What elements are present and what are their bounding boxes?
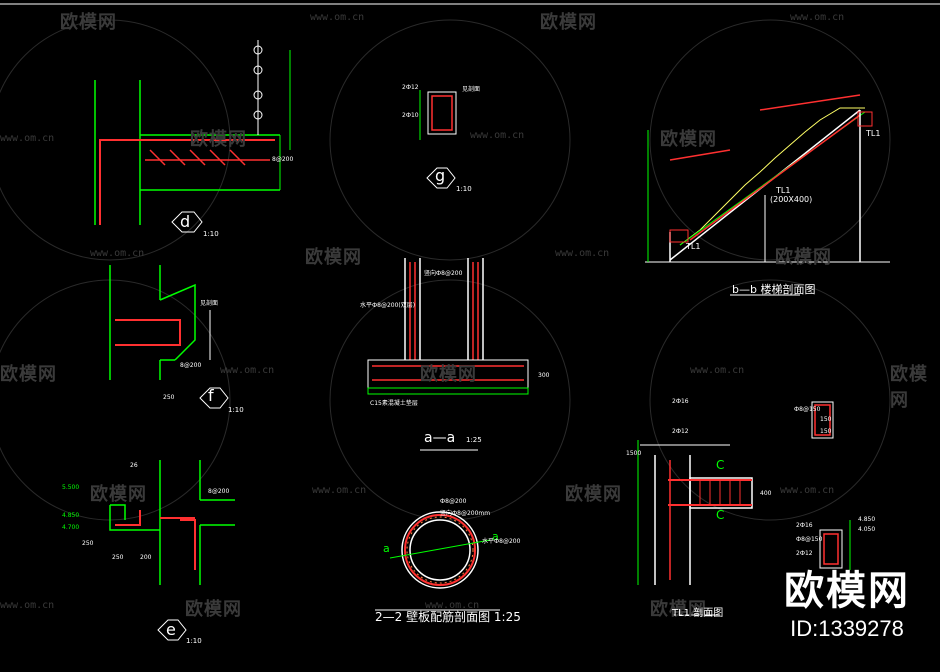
detail-tl1-bar-top2: 2Ф12 (672, 428, 689, 435)
detail-g-bar-bot: 2Ф10 (402, 112, 419, 119)
detail-e-elev2: 4.850 (62, 512, 80, 519)
detail-g (419, 90, 457, 189)
watermark-url: www.om.cn (0, 133, 55, 144)
detail-section22-a-right: a (492, 530, 499, 543)
detail-aa-note2: 水平Ф8@200(双层) (360, 302, 416, 309)
detail-aa-note3: C15素混凝土垫层 (370, 400, 418, 407)
detail-g-note: 见剖面 (462, 86, 481, 93)
detail-f-scale: 1:10 (228, 406, 244, 414)
detail-bb-title: b—b 楼梯剖面图 (732, 283, 816, 296)
detail-e-dim1: 250 (82, 540, 94, 547)
watermark-brand: 欧模网 (650, 599, 707, 619)
detail-f-mark: f (208, 386, 214, 405)
watermark-url: www.om.cn (310, 12, 365, 23)
detail-marker-f (199, 387, 229, 409)
detail-section22-a-left: a (383, 542, 390, 555)
detail-aa-note1: 竖向Ф8@200 (424, 270, 463, 277)
detail-bb-tl1-top: TL1 (866, 129, 881, 138)
watermark-brand: 欧模网 (60, 12, 117, 32)
watermark-brand: 欧模网 (775, 247, 832, 267)
detail-tl1-note: 1500 (626, 450, 642, 457)
detail-bb-tl1-bot: TL1 (686, 242, 701, 251)
detail-small-box-line3: 150 (820, 428, 832, 435)
detail-tl1-bar-top1: 2Ф16 (672, 398, 689, 405)
watermark-brand: 欧模网 (890, 364, 928, 410)
detail-g-bar-top: 2Ф12 (402, 84, 419, 91)
detail-d-mark: d (180, 212, 191, 231)
detail-bb-beam-size: (200X400) (770, 195, 813, 204)
watermark-url: www.om.cn (0, 600, 55, 611)
detail-tl1-title: TL1 剖面图 (672, 608, 724, 619)
detail-sect-c-bar-top: 2Ф16 (796, 522, 813, 529)
detail-d (94, 40, 291, 233)
detail-aa-dim: 300 (538, 372, 550, 379)
watermark-url: www.om.cn (780, 485, 835, 496)
watermark-url: www.om.cn (220, 365, 275, 376)
detail-tl1-mark-c2: C (716, 508, 725, 522)
detail-tl1-dim: 400 (760, 490, 772, 497)
detail-bb-beam-label: TL1 (776, 186, 791, 195)
watermark-brand: 欧模网 (565, 484, 622, 504)
detail-section22-note1: Ф8@200 (440, 498, 467, 505)
detail-section22 (375, 511, 500, 611)
detail-e-elev1: 5.500 (62, 484, 80, 491)
detail-e-dim4: 26 (130, 462, 138, 469)
watermark-url: www.om.cn (555, 248, 610, 259)
detail-g-mark: g (435, 166, 446, 185)
watermark-brand: 欧模网 (185, 599, 242, 619)
watermark-url: www.om.cn (312, 485, 367, 496)
detail-sect-c-stirrup: Ф8@150 (796, 536, 823, 543)
detail-d-scale: 1:10 (203, 230, 219, 238)
detail-small-box (811, 401, 834, 439)
watermark-brand: 欧模网 (420, 364, 477, 384)
detail-sect-c-elev2: 4.050 (858, 526, 876, 533)
detail-sect-c-elev1: 4.850 (858, 516, 876, 523)
detail-marker-g (426, 167, 456, 189)
logo-id-text: ID:1339278 (790, 616, 904, 641)
detail-small-box-line1: Ф8@150 (794, 406, 821, 413)
watermark-brand: 欧模网 (305, 247, 362, 267)
detail-e (109, 460, 235, 641)
detail-f-dim: 250 (163, 394, 175, 401)
detail-section22-note2: 竖向Ф8@200mm (440, 510, 491, 517)
watermark-brand: 欧模网 (0, 364, 57, 384)
detail-f-note: 见剖面 (200, 300, 219, 307)
logo-brand-text: 欧模网 (784, 569, 910, 613)
detail-f (109, 265, 229, 409)
detail-e-scale: 1:10 (186, 637, 202, 645)
watermark-brand: 欧模网 (540, 12, 597, 32)
watermark-brand: 欧模网 (190, 129, 247, 149)
detail-aa-title: a—a (424, 430, 456, 446)
detail-small-box-line2: 150 (820, 416, 832, 423)
detail-e-elev3: 4.700 (62, 524, 80, 531)
detail-d-note: 8@200 (272, 156, 294, 163)
brand-logo: 欧模网 ID:1339278 (784, 558, 910, 642)
watermark-url: www.om.cn (425, 600, 480, 611)
detail-f-bar: 8@200 (180, 362, 202, 369)
detail-e-dim3: 200 (140, 554, 152, 561)
detail-sect-c-bar-bot: 2Ф12 (796, 550, 813, 557)
detail-e-bar: 8@200 (208, 488, 230, 495)
detail-tl1 (637, 440, 753, 616)
watermark-url: www.om.cn (90, 248, 145, 259)
watermark-brand: 欧模网 (90, 484, 147, 504)
detail-marker-e (157, 619, 187, 641)
watermark-brand: 欧模网 (660, 129, 717, 149)
detail-g-scale: 1:10 (456, 185, 472, 193)
detail-section22-note3: 水平Ф8@200 (482, 538, 521, 545)
detail-marker-d (171, 211, 203, 233)
watermark-url: www.om.cn (470, 130, 525, 141)
detail-bb (645, 94, 890, 296)
watermark-url: www.om.cn (690, 365, 745, 376)
detail-aa-scale: 1:25 (466, 436, 482, 444)
detail-e-mark: e (166, 620, 176, 639)
detail-sect-c (819, 520, 851, 570)
detail-e-dim2: 250 (112, 554, 124, 561)
detail-section22-title: 2—2 壁板配筋剖面图 1:25 (375, 610, 521, 624)
watermark-url: www.om.cn (790, 12, 845, 23)
detail-aa (367, 258, 529, 451)
detail-tl1-mark-c1: C (716, 458, 725, 472)
